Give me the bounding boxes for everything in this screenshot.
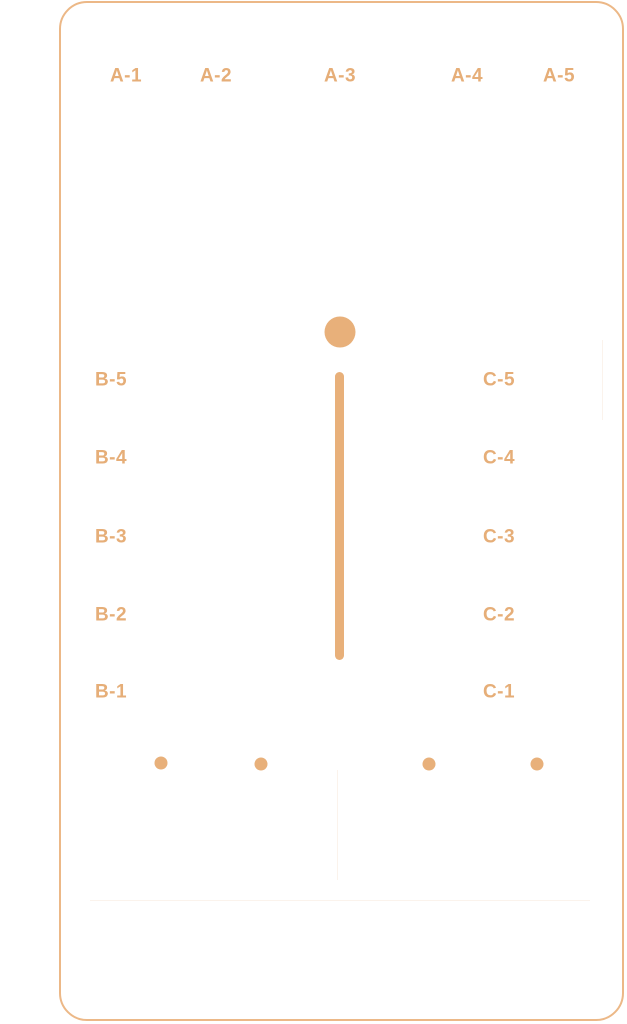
divider-line — [602, 340, 603, 420]
center-bar — [335, 372, 344, 660]
bottom-dot — [530, 757, 544, 771]
seat-label-b2: B-2 — [94, 604, 128, 626]
divider-line — [337, 770, 338, 880]
bottom-dot — [422, 757, 436, 771]
layout-frame — [59, 1, 624, 1021]
seat-label-a4: A-4 — [450, 65, 484, 87]
seat-label-c2: C-2 — [482, 604, 516, 626]
seat-label-a1: A-1 — [109, 65, 143, 87]
divider-line — [90, 900, 590, 901]
seat-label-a2: A-2 — [199, 65, 233, 87]
seat-label-b1: B-1 — [94, 681, 128, 703]
seat-label-a5: A-5 — [542, 65, 576, 87]
seat-label-c1: C-1 — [482, 681, 516, 703]
seat-label-a3: A-3 — [323, 65, 357, 87]
seat-label-c3: C-3 — [482, 526, 516, 548]
seat-label-c4: C-4 — [482, 447, 516, 469]
bottom-dot — [254, 757, 268, 771]
seat-label-b5: B-5 — [94, 369, 128, 391]
bottom-dot — [154, 756, 168, 770]
seat-label-b3: B-3 — [94, 526, 128, 548]
seat-label-b4: B-4 — [94, 447, 128, 469]
seat-label-c5: C-5 — [482, 369, 516, 391]
center-marker — [324, 316, 356, 348]
